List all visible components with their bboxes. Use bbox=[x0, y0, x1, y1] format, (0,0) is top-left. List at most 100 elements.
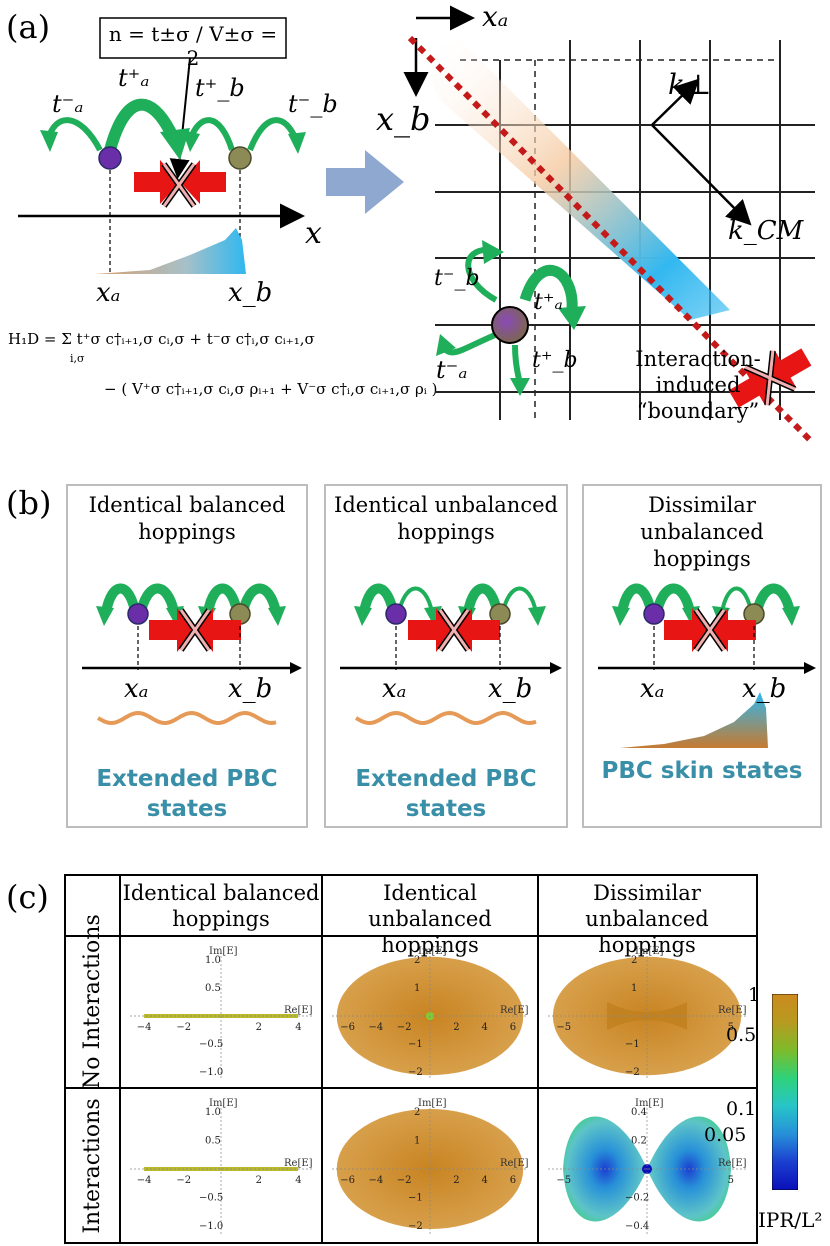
grid-label-xb: x_b bbox=[376, 100, 431, 138]
hamiltonian-sum-sub: i,σ bbox=[70, 352, 85, 365]
y-tick-label: 1 bbox=[631, 983, 637, 994]
scenario-label-xb: x_b bbox=[228, 674, 273, 704]
panel-a-schematic bbox=[18, 17, 404, 275]
label-k-perp: k⊥ bbox=[668, 68, 712, 101]
grid-label-tb-minus: t⁻_b bbox=[434, 266, 480, 291]
axis-im-label: Im[E] bbox=[635, 946, 664, 957]
y-tick-label: −0.4 bbox=[625, 1221, 649, 1232]
colorbar-tick-0-05: 0.05 bbox=[704, 1124, 747, 1146]
ratio-text: n = t±σ / V±σ = 2 bbox=[108, 22, 278, 70]
x-tick-label: 4 bbox=[295, 1175, 301, 1186]
axis-im-label: Im[E] bbox=[418, 1098, 447, 1109]
interaction-boundary-line bbox=[407, 35, 813, 443]
x-tick-label: 5 bbox=[728, 1175, 734, 1186]
hop-arrow-ta-plus bbox=[104, 98, 178, 152]
col-header-1-line-2: hoppings bbox=[172, 907, 270, 931]
axis-re-label: Re[E] bbox=[284, 1005, 313, 1016]
transition-arrow bbox=[326, 150, 404, 214]
label-xa: xₐ bbox=[96, 278, 121, 308]
grid-hop-ta-plus bbox=[519, 264, 578, 311]
grid-label-tb-plus: t⁺_b bbox=[532, 348, 578, 373]
grid-particle bbox=[491, 306, 529, 344]
y-tick-label: −1 bbox=[408, 1039, 423, 1050]
panel-a-grid bbox=[403, 5, 815, 443]
spectra-table: Identical balanced hoppings Identical un… bbox=[64, 874, 758, 1244]
colorbar-tick-1: 1 bbox=[748, 984, 761, 1006]
y-tick-label: −2 bbox=[408, 1221, 423, 1232]
scenario-label-xa: xₐ bbox=[124, 674, 149, 704]
axis-re-label: Re[E] bbox=[284, 1158, 313, 1169]
scenario-result: PBC skin states bbox=[584, 756, 820, 786]
y-tick-label: 0.2 bbox=[631, 1136, 647, 1147]
y-tick-label: −2 bbox=[408, 1067, 423, 1078]
scenario-label-xb: x_b bbox=[488, 674, 533, 704]
y-tick-label: −1.0 bbox=[199, 1067, 223, 1078]
axis-im-label: Im[E] bbox=[209, 1098, 238, 1109]
x-tick-label: −2 bbox=[176, 1175, 191, 1186]
k-perp-arrow bbox=[651, 78, 700, 126]
x-tick-label: −6 bbox=[340, 1022, 355, 1033]
grid-label-xa: xₐ bbox=[482, 0, 509, 33]
x-tick-label: −2 bbox=[397, 1175, 412, 1186]
col-header-2: Identical unbalanced hoppings bbox=[324, 880, 536, 958]
grid-label-ta-minus: t⁻ₐ bbox=[436, 356, 468, 384]
x-tick-label: 6 bbox=[510, 1022, 516, 1033]
label-xb: x_b bbox=[228, 278, 273, 308]
scenario-schematic bbox=[82, 583, 302, 726]
x-tick-label: 5 bbox=[728, 1022, 734, 1033]
y-tick-label: −1.0 bbox=[199, 1221, 223, 1232]
skin-profile bbox=[95, 228, 246, 274]
scenario-title-line-1: Dissimilar unbalanced bbox=[640, 493, 764, 544]
axis-re-label: Re[E] bbox=[500, 1005, 529, 1016]
axis-im-label: Im[E] bbox=[209, 946, 238, 957]
boundary-block bbox=[728, 348, 812, 408]
label-tb-minus: t⁻_b bbox=[288, 90, 338, 118]
x-tick-label: 2 bbox=[256, 1022, 262, 1033]
col-header-2-line-2: hoppings bbox=[381, 933, 479, 957]
colorbar-tick-0-1: 0.1 bbox=[726, 1098, 757, 1120]
axis-im-label: Im[E] bbox=[635, 1098, 664, 1109]
x-tick-label: −5 bbox=[556, 1022, 571, 1033]
x-tick-label: −6 bbox=[340, 1175, 355, 1186]
ipr-colorbar bbox=[772, 994, 798, 1190]
x-tick-label: 2 bbox=[453, 1022, 459, 1033]
colorbar-tick-0-5: 0.5 bbox=[726, 1024, 757, 1046]
skin-band bbox=[420, 40, 730, 320]
y-tick-label: 2 bbox=[414, 1107, 420, 1118]
panel-b-label: (b) bbox=[6, 484, 52, 522]
y-tick-label: 1 bbox=[414, 983, 420, 994]
y-tick-label: −0.5 bbox=[199, 1193, 223, 1204]
scenario-label-xa: xₐ bbox=[382, 674, 407, 704]
axis-re-label: Re[E] bbox=[718, 1158, 747, 1169]
axis-im-label: Im[E] bbox=[418, 946, 447, 957]
x-tick-label: 2 bbox=[453, 1175, 459, 1186]
label-tb-plus: t⁺_b bbox=[195, 74, 245, 102]
panel-c-label: (c) bbox=[6, 878, 49, 916]
col-header-3: Dissimilar unbalanced hoppings bbox=[540, 880, 754, 958]
boundary-caption-line-2: induced bbox=[655, 373, 741, 397]
boundary-caption-line-3: “boundary” bbox=[636, 399, 760, 423]
x-tick-label: 4 bbox=[482, 1175, 488, 1186]
y-tick-label: 2 bbox=[631, 955, 637, 966]
col-header-2-line-1: Identical unbalanced bbox=[368, 881, 492, 931]
col-header-1: Identical balanced hoppings bbox=[122, 880, 320, 932]
scenario-title-line-1: Identical unbalanced bbox=[334, 493, 558, 517]
y-tick-label: −0.5 bbox=[199, 1039, 223, 1050]
axis-re-label: Re[E] bbox=[718, 1005, 747, 1016]
hop-arrow-tb-plus bbox=[187, 117, 235, 151]
scenario-title-line-2: hoppings bbox=[138, 520, 236, 544]
col-header-1-line-1: Identical balanced bbox=[122, 881, 320, 905]
y-tick-label: 1.0 bbox=[205, 955, 221, 966]
scenario-result-line-1: Extended PBC bbox=[96, 766, 278, 792]
x-tick-label: −5 bbox=[556, 1175, 571, 1186]
row-header-no-interactions: No Interactions bbox=[80, 914, 105, 1089]
x-tick-label: −2 bbox=[397, 1022, 412, 1033]
